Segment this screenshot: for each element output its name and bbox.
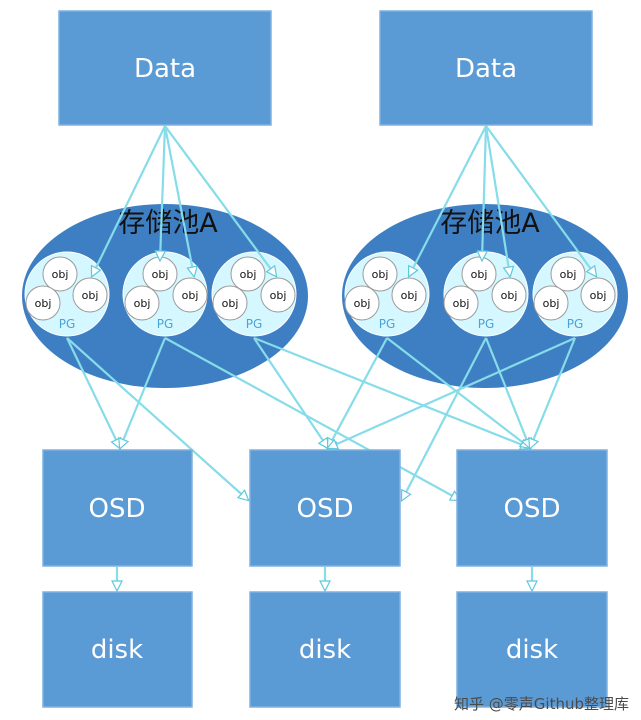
disk-label: disk: [506, 635, 558, 665]
obj-label: obj: [372, 268, 389, 281]
arrow: [328, 336, 576, 448]
arrow: [164, 125, 276, 276]
obj-circle: [25, 285, 61, 321]
obj-label: obj: [240, 268, 257, 281]
data-label: Data: [134, 54, 196, 84]
arrow: [484, 337, 530, 448]
data-to-obj-arrows: [92, 125, 596, 276]
arrow: [120, 337, 167, 448]
obj-circle: [362, 256, 398, 292]
obj-circle: [230, 256, 266, 292]
pg-group-3: obj obj obj PG: [211, 251, 297, 337]
pg-group-2: obj obj obj PG: [122, 251, 208, 337]
obj-label: obj: [501, 289, 518, 302]
osd-box-3: OSD: [456, 449, 608, 567]
obj-circle: [443, 285, 479, 321]
obj-label: obj: [52, 268, 69, 281]
obj-label: obj: [222, 297, 239, 310]
pg-label: PG: [478, 317, 495, 331]
data-box-left: Data: [58, 10, 272, 126]
arrow: [66, 337, 248, 500]
arrow: [482, 125, 486, 260]
disk-label: disk: [299, 635, 351, 665]
watermark-text: 知乎 @零声Github整理库: [454, 695, 629, 713]
osd-label: OSD: [504, 494, 561, 524]
data-label: Data: [455, 54, 517, 84]
arrow: [402, 337, 487, 500]
obj-circle: [124, 285, 160, 321]
obj-label: obj: [134, 297, 151, 310]
arrow: [164, 337, 460, 500]
arrow: [484, 125, 510, 276]
obj-label: obj: [270, 289, 287, 302]
obj-circle: [212, 285, 248, 321]
arrow: [66, 337, 120, 448]
osd-to-disk-arrows: [117, 567, 532, 590]
osd-box-1: OSD: [42, 449, 193, 567]
arrow: [485, 125, 596, 276]
obj-label: obj: [453, 297, 470, 310]
pg-label: PG: [379, 317, 396, 331]
disk-box-3: disk: [456, 591, 608, 708]
data-box-right: Data: [379, 10, 593, 126]
obj-label: obj: [152, 268, 169, 281]
obj-circle: [344, 285, 380, 321]
arrow: [530, 337, 577, 448]
osd-label: OSD: [297, 494, 354, 524]
osd-box-2: OSD: [249, 449, 401, 567]
pg-label: PG: [246, 317, 263, 331]
arrow: [253, 336, 530, 448]
obj-circle: [550, 256, 586, 292]
pg-group-1: obj obj obj PG: [24, 251, 110, 337]
osd-label: OSD: [89, 494, 146, 524]
pg-group-6: obj obj obj PG: [532, 251, 618, 337]
arrow: [92, 125, 166, 276]
arrow: [160, 125, 165, 260]
pool-label-left: 存储池A: [118, 208, 218, 239]
arrow: [163, 125, 194, 276]
pg-to-osd-arrows: [66, 336, 577, 500]
pg-group-5: obj obj obj PG: [443, 251, 529, 337]
obj-circle: [533, 285, 569, 321]
obj-label: obj: [35, 297, 52, 310]
pg-label: PG: [59, 317, 76, 331]
obj-label: obj: [471, 268, 488, 281]
pool-label-right: 存储池A: [440, 208, 540, 239]
disk-label: disk: [91, 635, 143, 665]
obj-label: obj: [354, 297, 371, 310]
pg-group-4: obj obj obj PG: [344, 251, 430, 337]
disk-box-1: disk: [42, 591, 193, 708]
obj-label: obj: [543, 297, 560, 310]
arrow: [253, 337, 328, 448]
obj-label: obj: [590, 289, 607, 302]
arrow: [328, 337, 388, 448]
obj-circle: [260, 277, 296, 313]
pg-label: PG: [157, 317, 174, 331]
obj-circle: [580, 277, 616, 313]
obj-label: obj: [182, 289, 199, 302]
obj-circle: [42, 256, 78, 292]
obj-label: obj: [560, 268, 577, 281]
obj-label: obj: [82, 289, 99, 302]
obj-circle: [72, 277, 108, 313]
disk-box-2: disk: [249, 591, 401, 708]
arrow: [409, 125, 487, 276]
pg-label: PG: [567, 317, 584, 331]
obj-label: obj: [401, 289, 418, 302]
